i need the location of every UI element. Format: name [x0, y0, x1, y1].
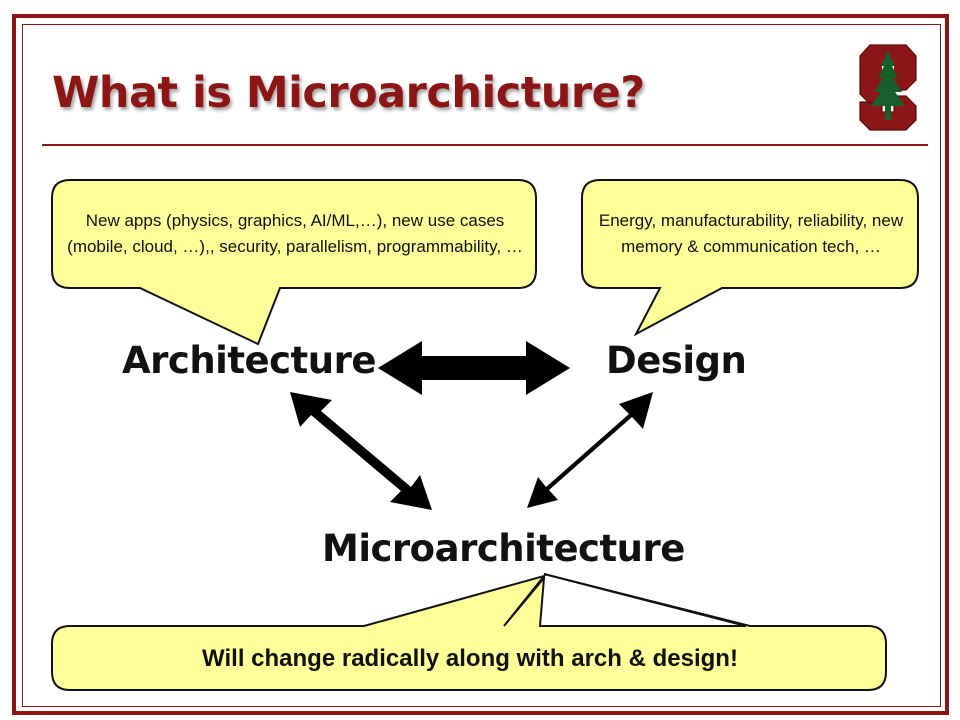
design-microarchitecture-arrow: [527, 392, 653, 508]
architecture-callout-text: New apps (physics, graphics, AI/ML,…), n…: [67, 211, 523, 256]
design-callout-text: Energy, manufacturability, reliability, …: [598, 211, 904, 256]
architecture-label: Architecture: [122, 339, 376, 382]
slide-frame: [12, 14, 949, 715]
design-label: Design: [606, 339, 747, 382]
microarchitecture-callout-text: Will change radically along with arch & …: [202, 645, 738, 672]
architecture-callout-bubble: [51, 179, 537, 346]
title-divider: [42, 144, 928, 146]
microarchitecture-callout-bubble: [51, 573, 887, 691]
slide-inner-frame: [22, 24, 941, 707]
architecture-design-arrow: [378, 341, 570, 395]
design-callout-bubble: [581, 179, 919, 337]
slide-title: What is Microarchicture?: [52, 68, 645, 118]
microarchitecture-label: Microarchitecture: [322, 527, 685, 570]
architecture-microarchitecture-arrow: [290, 392, 432, 510]
stanford-tree-logo-icon: [859, 44, 917, 131]
